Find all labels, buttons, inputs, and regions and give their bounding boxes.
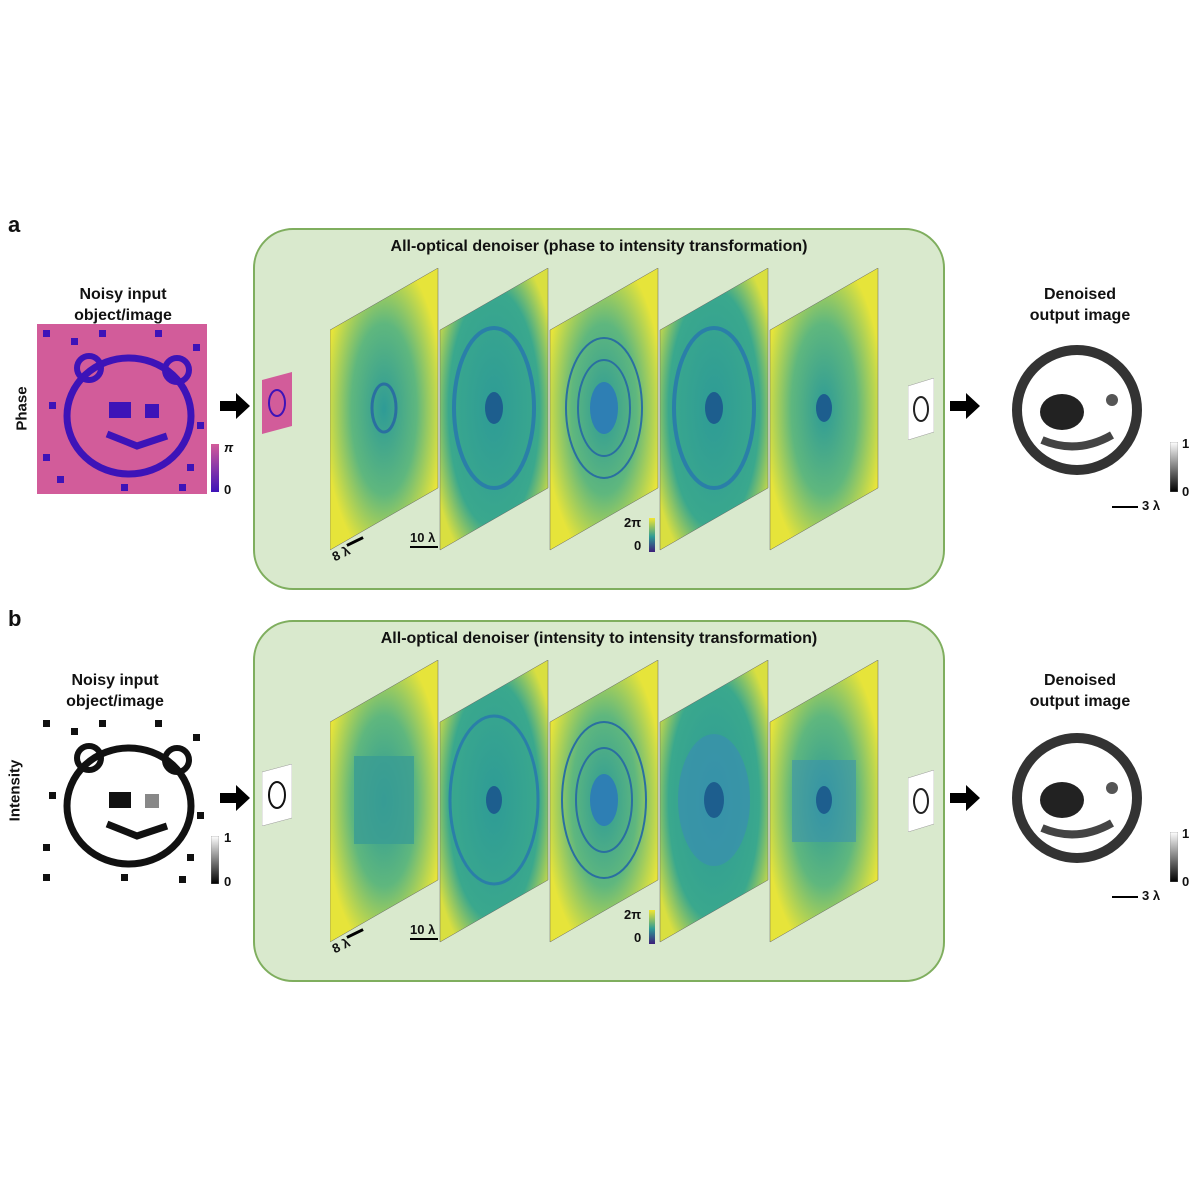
output-scale-b: 3 λ: [1142, 888, 1161, 903]
arrow-right-icon: [950, 393, 980, 419]
scale-10-b: 10 λ: [410, 922, 436, 937]
input-thumbnail-a: [262, 372, 292, 434]
input-colorbar-min-a: 0: [224, 482, 232, 497]
input-colorbar-min-b: 0: [224, 874, 232, 889]
input-thumbnail-b: [262, 764, 292, 826]
input-title-a: Noisy input object/image: [74, 286, 172, 324]
diffractive-layers-b: [330, 660, 879, 943]
denoiser-title-b: All-optical denoiser (intensity to inten…: [380, 630, 818, 647]
layer-3-b: [549, 660, 659, 943]
noisy-phase-input-image: [37, 324, 207, 494]
phase-colorbar-b: [649, 910, 655, 944]
layer-3-a: [549, 268, 659, 551]
output-colorbar-b: [1170, 832, 1178, 882]
row-label-intensity: Intensity: [6, 759, 24, 822]
phase-bar-min-a: 0: [634, 538, 642, 553]
layer-2-a: [439, 268, 549, 551]
output-colorbar-min-b: 0: [1182, 874, 1190, 889]
arrow-right-icon: [950, 785, 980, 811]
output-title-b: Denoised output image: [1029, 672, 1131, 710]
input-title-b: Noisy input object/image: [66, 672, 164, 710]
input-colorbar-max-b: 1: [224, 830, 232, 845]
layer-2-b: [439, 660, 549, 943]
panel-letter-b: b: [8, 606, 22, 631]
row-label-phase: Phase: [13, 386, 31, 431]
output-colorbar-min-a: 0: [1182, 484, 1190, 499]
scale-bar-10-a: [410, 546, 438, 548]
layer-4-b: [659, 660, 769, 943]
phase-bar-min-b: 0: [634, 930, 642, 945]
arrow-right-icon: [220, 393, 250, 419]
output-colorbar-max-b: 1: [1182, 826, 1190, 841]
layer-1-b: [330, 660, 439, 943]
phase-bar-max-a: 2π: [624, 515, 642, 530]
output-title-a: Denoised output image: [1029, 286, 1131, 324]
layer-5-b: [769, 660, 879, 943]
output-scale-bar-a: [1112, 506, 1138, 508]
phase-bar-max-b: 2π: [624, 907, 642, 922]
scale-bar-10-b: [410, 938, 438, 940]
panel-letter-a: a: [8, 212, 21, 237]
input-colorbar-a: [211, 444, 219, 492]
input-colorbar-max-a: π: [224, 440, 234, 455]
denoised-output-image-b: [1002, 718, 1152, 878]
layer-4-a: [659, 268, 769, 551]
denoised-output-image-a: [1002, 330, 1152, 490]
output-scale-a: 3 λ: [1142, 498, 1161, 513]
output-thumbnail-b: [908, 770, 934, 832]
input-colorbar-b: [211, 836, 219, 884]
arrow-right-icon: [220, 785, 250, 811]
denoiser-title-a: All-optical denoiser (phase to intensity…: [390, 238, 808, 255]
layer-5-a: [769, 268, 879, 551]
layer-1-a: [330, 268, 439, 551]
output-scale-bar-b: [1112, 896, 1138, 898]
output-thumbnail-a: [908, 378, 934, 440]
diffractive-layers-a: [330, 268, 879, 551]
scale-10-a: 10 λ: [410, 530, 436, 545]
noisy-intensity-input-image: [37, 714, 207, 884]
phase-colorbar-a: [649, 518, 655, 552]
output-colorbar-max-a: 1: [1182, 436, 1190, 451]
output-colorbar-a: [1170, 442, 1178, 492]
